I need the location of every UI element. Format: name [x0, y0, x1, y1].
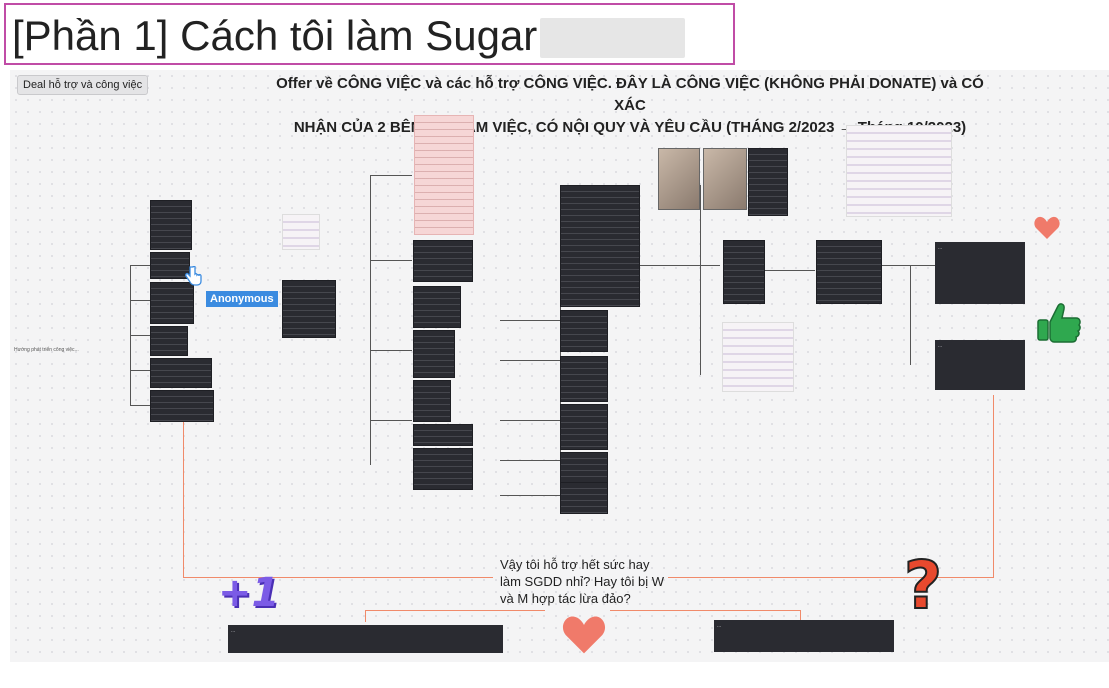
orange-connector — [668, 577, 994, 578]
orange-connector — [365, 610, 366, 622]
chat-screenshot[interactable] — [560, 404, 608, 450]
chat-screenshot[interactable] — [413, 448, 473, 490]
connector — [500, 360, 560, 361]
image-screenshot[interactable] — [846, 125, 952, 217]
chat-screenshot[interactable] — [150, 200, 192, 250]
chat-screenshot[interactable] — [748, 148, 788, 216]
connector — [640, 265, 720, 266]
chat-screenshot[interactable] — [560, 482, 608, 514]
dark-note-card[interactable]: ... — [935, 242, 1025, 304]
question-mark-glyph: ? — [904, 548, 942, 618]
redacted-area — [540, 18, 685, 58]
chat-screenshot[interactable] — [150, 252, 190, 279]
chat-screenshot[interactable] — [560, 310, 608, 352]
chat-screenshot[interactable] — [560, 452, 608, 484]
chat-screenshot[interactable] — [282, 280, 336, 338]
anonymous-badge: Anonymous — [206, 291, 278, 307]
connector — [500, 320, 560, 321]
page-title: [Phần 1] Cách tôi làm Sugar — [12, 12, 538, 59]
orange-connector — [183, 577, 493, 578]
orange-connector — [993, 395, 994, 577]
title-frame — [4, 3, 735, 65]
deal-frame-label[interactable]: Deal hỗ trợ và công việc — [17, 75, 149, 95]
connector — [500, 460, 560, 461]
chat-screenshot[interactable] — [560, 356, 608, 402]
dark-note-card[interactable]: ... — [935, 340, 1025, 390]
connector — [130, 405, 152, 406]
cursor-hand-icon — [185, 266, 202, 286]
connector — [370, 175, 412, 176]
chat-screenshot[interactable] — [413, 424, 473, 446]
connector — [130, 335, 152, 336]
side-note: Hướng phát triển công việc... — [14, 347, 79, 353]
question-mark-icon: ? — [903, 548, 943, 618]
connector — [370, 260, 412, 261]
photo[interactable] — [658, 148, 700, 210]
connector — [130, 265, 152, 266]
connector — [130, 370, 152, 371]
orange-connector — [365, 610, 545, 611]
connector — [370, 350, 412, 351]
image-screenshot[interactable] — [282, 214, 320, 250]
bottom-note-card[interactable]: ... — [228, 625, 503, 653]
chat-screenshot[interactable] — [413, 240, 473, 282]
image-screenshot[interactable] — [722, 322, 794, 392]
connector — [700, 185, 701, 375]
connector — [500, 420, 560, 421]
orange-connector — [183, 405, 184, 577]
heart-icon — [1034, 216, 1060, 239]
heading-line-1: Offer về CÔNG VIỆC và các hỗ trợ CÔNG VI… — [276, 75, 984, 114]
notes-card[interactable] — [414, 115, 474, 235]
connector — [370, 420, 412, 421]
chat-screenshot[interactable] — [150, 326, 188, 356]
plus-one-sticker: +1 — [218, 570, 280, 616]
connector — [880, 265, 935, 266]
chat-screenshot[interactable] — [413, 330, 455, 378]
chat-screenshot[interactable] — [723, 240, 765, 304]
chat-screenshot[interactable] — [150, 282, 194, 324]
connector — [910, 265, 911, 365]
thumbs-up-icon — [1037, 303, 1081, 343]
question-text: Vậy tôi hỗ trợ hết sức hay làm SGDD nhỉ?… — [500, 557, 664, 606]
orange-connector — [800, 610, 801, 622]
photo[interactable] — [703, 148, 747, 210]
chat-screenshot[interactable] — [150, 358, 212, 388]
connector — [760, 270, 815, 271]
bottom-note-card[interactable]: ... — [714, 620, 894, 652]
heart-icon — [562, 616, 606, 654]
chat-screenshot[interactable] — [413, 286, 461, 328]
chat-screenshot[interactable] — [413, 380, 451, 422]
connector — [500, 495, 560, 496]
connector — [370, 175, 371, 465]
orange-connector — [610, 610, 800, 611]
chat-screenshot[interactable] — [150, 390, 214, 422]
connector — [130, 300, 152, 301]
chat-screenshot[interactable] — [816, 240, 882, 304]
chat-screenshot[interactable] — [560, 185, 640, 307]
